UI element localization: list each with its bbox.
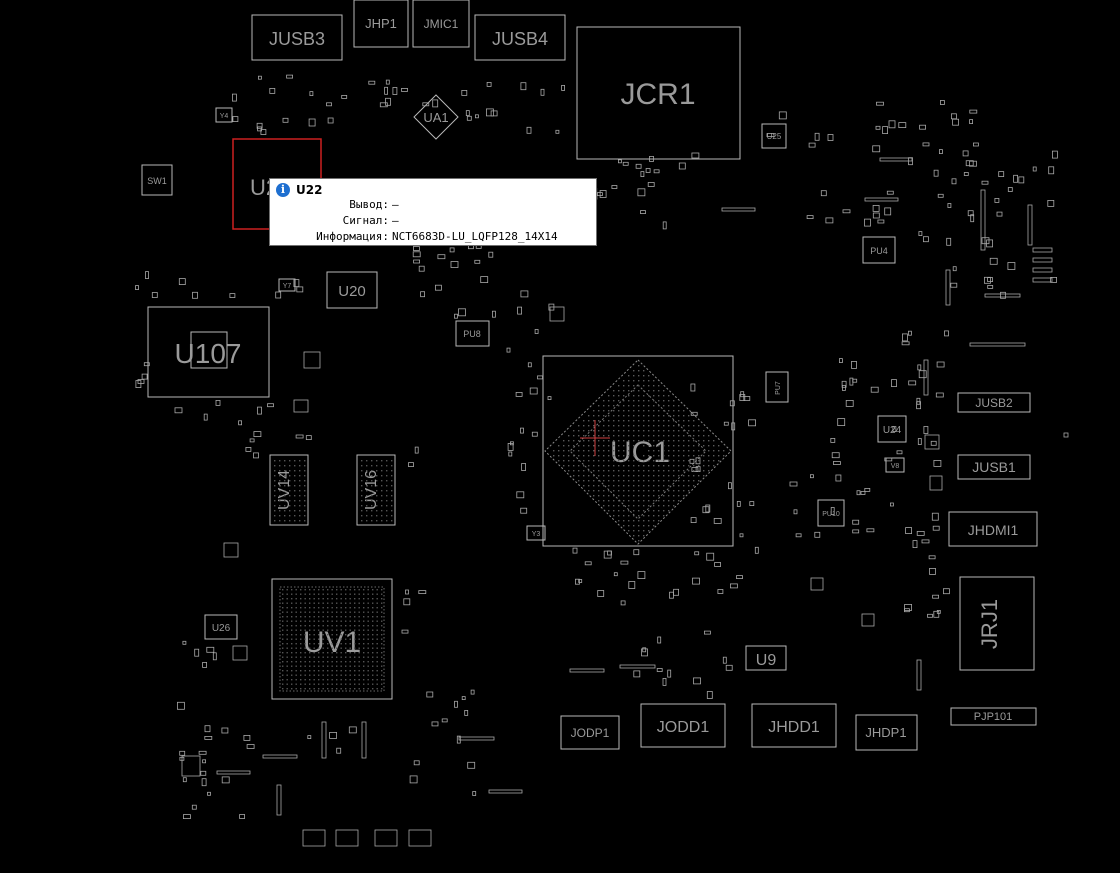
tooltip-value: — [392,214,399,227]
label-u24: U24 [883,425,902,436]
component-jusb1[interactable]: JUSB1 [957,454,1031,480]
tooltip-key: Сигнал: [342,214,389,227]
label-jmic1: JMIC1 [424,17,459,31]
component-y7[interactable]: Y7 [278,278,296,292]
component-u24[interactable]: U24 [877,415,907,443]
component-info-tooltip: i U22 Вывод: — Сигнал: — Информация: NCT… [269,178,597,246]
label-y4: Y4 [220,113,229,120]
component-jusb3[interactable]: JUSB3 [251,14,343,61]
label-u20: U20 [338,283,366,300]
label-jusb1: JUSB1 [972,459,1016,475]
label-u26: U26 [212,623,231,634]
component-y3[interactable]: Y3 [526,525,546,541]
label-jhp1: JHP1 [365,16,397,31]
label-jcr1: JCR1 [620,78,695,111]
component-u20[interactable]: U20 [326,271,378,309]
component-uv1[interactable]: UV1 [271,578,393,700]
component-jhdmi1[interactable]: JHDMI1 [948,511,1038,547]
label-v8: V8 [891,463,900,470]
label-jusb2: JUSB2 [975,396,1013,410]
component-jodd1[interactable]: JODD1 [640,703,726,748]
passive-components [135,74,1069,847]
label-sw1: SW1 [147,176,167,186]
component-sw1[interactable]: SW1 [141,164,173,196]
label-u9: U9 [756,652,777,669]
component-jhp1[interactable]: JHP1 [353,0,409,48]
component-pu8[interactable]: PU8 [455,320,490,347]
tooltip-key: Вывод: [349,198,389,211]
label-u107: U107 [175,338,242,369]
component-jcr1[interactable]: JCR1 [576,26,741,160]
tooltip-key: Информация: [316,230,389,243]
component-jodp1[interactable]: JODP1 [560,715,620,750]
label-uv1: UV1 [303,626,361,659]
label-pjp101: PJP101 [974,711,1013,723]
label-jusb3: JUSB3 [269,29,325,49]
label-jodd1: JODD1 [657,719,710,736]
tooltip-header: i U22 [276,182,322,198]
label-jrj1: JRJ1 [977,599,1002,649]
label-uv16: UV16 [363,470,380,510]
component-jhdd1[interactable]: JHDD1 [751,703,837,748]
label-y3: Y3 [532,531,541,538]
label-jhdp1: JHDP1 [865,725,906,740]
component-u26[interactable]: U26 [204,614,238,640]
component-jusb4[interactable]: JUSB4 [474,14,566,61]
component-pu7[interactable]: PU7 [765,371,789,403]
label-pu4: PU4 [870,246,888,256]
label-pu7: PU7 [775,381,782,395]
component-jrj1[interactable]: JRJ1 [959,576,1035,671]
component-jusb2[interactable]: JUSB2 [957,392,1031,413]
label-jodp1: JODP1 [571,726,610,740]
component-uv14[interactable]: UV14 [269,454,309,526]
component-uv16[interactable]: UV16 [356,454,396,526]
bga-pads [274,365,725,690]
info-icon: i [276,183,290,197]
tooltip-row-pin: Вывод: — [270,198,594,214]
tooltip-title: U22 [296,183,323,197]
component-jmic1[interactable]: JMIC1 [412,0,470,48]
component-y4[interactable]: Y4 [215,107,233,123]
label-ua1: UA1 [423,110,448,125]
tooltip-value: NCT6683D-LU_LQFP128_14X14 [392,230,558,243]
label-uc1: UC1 [610,436,670,469]
component-pjp101[interactable]: PJP101 [950,707,1037,726]
label-jhdd1: JHDD1 [768,719,820,736]
tooltip-row-info: Информация: NCT6683D-LU_LQFP128_14X14 [270,230,594,246]
component-uc1[interactable]: UC1 [542,355,734,547]
component-ua1[interactable]: UA1 [413,94,459,140]
label-uv14: UV14 [276,470,293,510]
component-u9[interactable]: U9 [745,645,787,671]
component-jhdp1[interactable]: JHDP1 [855,714,918,751]
component-u107[interactable]: U107 [147,306,270,398]
component-v8[interactable]: V8 [885,457,905,473]
tooltip-value: — [392,198,399,211]
tooltip-row-signal: Сигнал: — [270,214,594,230]
component-pu4[interactable]: PU4 [862,236,896,264]
label-jusb4: JUSB4 [492,29,548,49]
label-jhdmi1: JHDMI1 [968,522,1019,538]
label-pu8: PU8 [463,329,481,339]
label-y7: Y7 [283,283,292,290]
